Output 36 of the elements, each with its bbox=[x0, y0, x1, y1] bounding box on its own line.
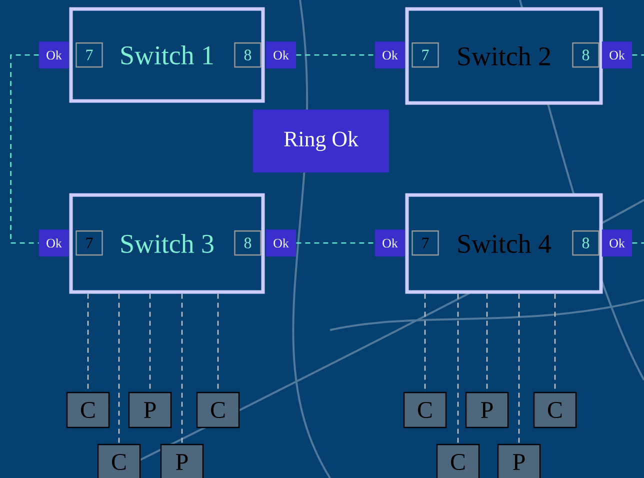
device-box: C bbox=[196, 392, 240, 428]
port-box: 7 bbox=[412, 42, 439, 68]
device-box: P bbox=[128, 392, 172, 428]
device-box: P bbox=[160, 444, 204, 478]
status-banner: Ring Ok bbox=[253, 110, 389, 172]
connector-line bbox=[118, 294, 120, 444]
device-box: C bbox=[97, 444, 141, 478]
status-box: Ok bbox=[39, 230, 69, 256]
port-box: 7 bbox=[412, 230, 439, 256]
status-box: Ok bbox=[602, 42, 632, 68]
connector-line bbox=[632, 54, 644, 56]
port-box: 8 bbox=[234, 42, 262, 68]
status-box: Ok bbox=[266, 42, 296, 68]
connector-line bbox=[518, 294, 520, 444]
port-box: 8 bbox=[572, 230, 600, 256]
device-box: C bbox=[403, 392, 447, 428]
port-box: 7 bbox=[76, 42, 103, 68]
device-box: C bbox=[533, 392, 577, 428]
device-box: P bbox=[497, 444, 541, 478]
device-box: P bbox=[465, 392, 509, 428]
connector-line bbox=[10, 54, 39, 244]
status-box: Ok bbox=[375, 42, 405, 68]
status-box: Ok bbox=[602, 230, 632, 256]
port-box: 8 bbox=[572, 42, 600, 68]
port-box: 8 bbox=[234, 230, 262, 256]
device-box: C bbox=[436, 444, 480, 478]
device-box: C bbox=[66, 392, 110, 428]
status-box: Ok bbox=[375, 230, 405, 256]
connector-line bbox=[632, 242, 644, 244]
connector-line bbox=[296, 242, 375, 244]
connector-line bbox=[296, 54, 375, 56]
status-box: Ok bbox=[266, 230, 296, 256]
status-box: Ok bbox=[39, 42, 69, 68]
connector-line bbox=[181, 294, 183, 444]
connector-line bbox=[457, 294, 459, 444]
port-box: 7 bbox=[76, 230, 103, 256]
